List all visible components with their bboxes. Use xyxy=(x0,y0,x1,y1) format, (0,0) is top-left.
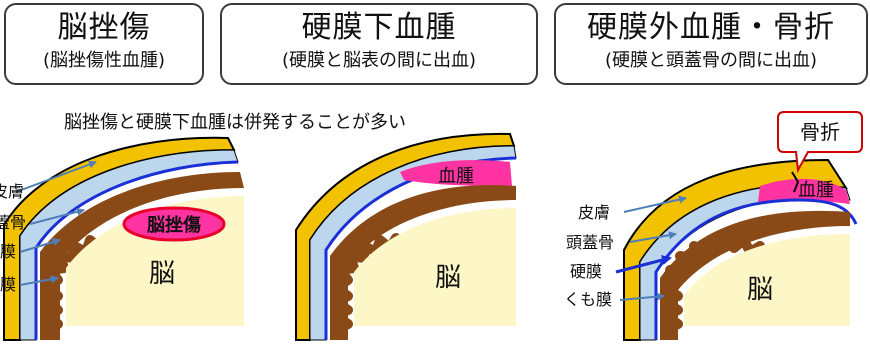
skull-label: 頭蓋骨 xyxy=(566,233,614,252)
skull-label: 蓋骨 xyxy=(0,213,26,232)
dura-line xyxy=(654,198,858,340)
dura-line xyxy=(34,160,239,340)
panel-subtitle: (硬膜と頭蓋骨の間に出血) xyxy=(604,50,818,71)
fracture-callout-label: 骨折 xyxy=(800,120,840,144)
skull-leader xyxy=(629,231,677,243)
head-section-diagram-1: 脳挫傷 脳 皮膚 蓋骨 膜 膜 xyxy=(0,136,244,341)
panel-title-box-epidural: 硬膜外血腫・骨折 (硬膜と頭蓋骨の間に出血) xyxy=(554,3,868,85)
subdural-hematoma xyxy=(400,160,512,186)
hematoma-label: 血腫 xyxy=(438,166,474,187)
cortex-layer xyxy=(40,172,244,340)
panel-title: 硬膜下血腫 xyxy=(301,10,457,45)
brain-tissue xyxy=(354,208,516,326)
hematoma-label: 血腫 xyxy=(798,180,834,201)
skull-leader xyxy=(29,207,85,225)
cortex-layer xyxy=(330,184,516,340)
co-occurrence-note: 脳挫傷と硬膜下血腫は併発することが多い xyxy=(64,112,406,133)
arachnoid-leader xyxy=(19,275,59,286)
skin-label: 皮膚 xyxy=(0,182,24,201)
arachnoid-label: くも膜 xyxy=(564,290,612,309)
dura-leader xyxy=(615,255,672,274)
panel-title-box-subdural: 硬膜下血腫 (硬膜と脳表の間に出血) xyxy=(220,3,538,85)
contusion-lesion xyxy=(122,206,226,242)
epidural-hematoma xyxy=(758,178,850,204)
arachnoid-leader xyxy=(619,292,665,301)
head-section-diagram-2: 血腫 脳 xyxy=(295,132,517,341)
head-section-diagram-3: 血腫 脳 骨折 皮膚 頭蓋骨 硬膜 くも膜 xyxy=(564,111,863,341)
skin-label: 皮膚 xyxy=(578,203,610,222)
arachnoid-label: 膜 xyxy=(0,275,16,294)
panel-subtitle: (脳挫傷性血腫) xyxy=(42,50,166,71)
dura-leader xyxy=(19,238,61,253)
brain-label: 脳 xyxy=(149,259,175,289)
skin-leader xyxy=(15,160,97,193)
fracture-crack xyxy=(791,171,800,193)
fracture-callout-bubble xyxy=(777,111,863,174)
brain-tissue xyxy=(684,234,850,326)
panel-title: 脳挫傷 xyxy=(57,10,151,45)
skin-leader xyxy=(623,195,687,213)
dura-label: 硬膜 xyxy=(570,262,602,281)
panel-title-box-contusion: 脳挫傷 (脳挫傷性血腫) xyxy=(4,3,204,85)
panel-title: 硬膜外血腫・骨折 xyxy=(587,10,835,45)
panel-subtitle: (硬膜と脳表の間に出血) xyxy=(281,50,477,71)
contusion-label: 脳挫傷 xyxy=(147,214,201,236)
brain-label: 脳 xyxy=(747,275,773,305)
brain-label: 脳 xyxy=(435,263,461,293)
dura-label: 膜 xyxy=(0,242,16,261)
